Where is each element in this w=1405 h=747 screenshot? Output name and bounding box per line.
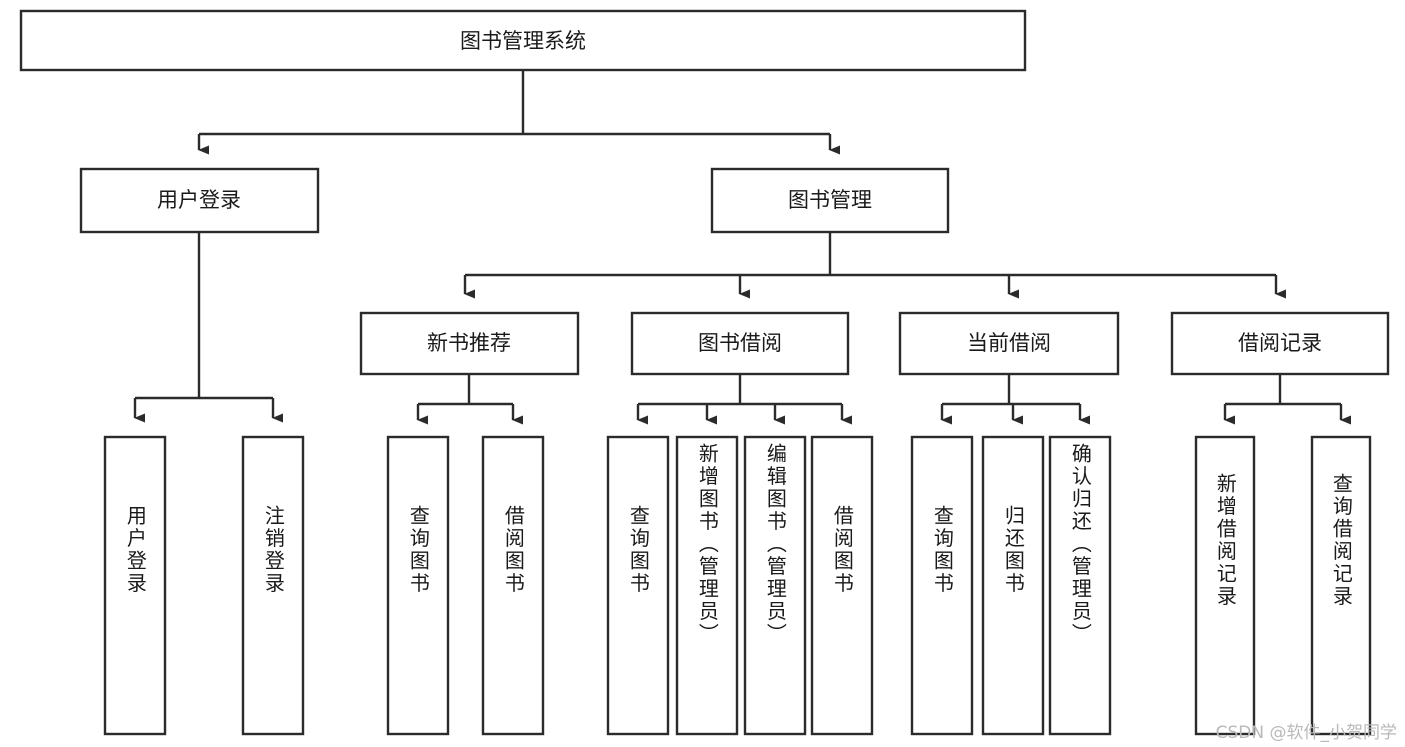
node-root-box[interactable] xyxy=(19,9,1027,72)
node-new-book-rec[interactable]: 新书推荐 xyxy=(359,311,580,376)
node-current-borrow[interactable]: 当前借阅 xyxy=(898,311,1120,376)
node-user-login[interactable]: 用户登录 xyxy=(79,167,320,234)
node-user-login-label: 用户登录 xyxy=(157,188,241,212)
node-book-borrow[interactable]: 图书借阅 xyxy=(630,311,850,376)
leaf-borrow-book-box[interactable] xyxy=(810,435,874,736)
node-book-manage[interactable]: 图书管理 xyxy=(710,167,950,234)
leaf-edit-book-box[interactable] xyxy=(743,435,807,736)
connector-new-book-rec-to-leaves xyxy=(416,374,524,425)
leaf-boxes xyxy=(103,435,1372,736)
node-new-book-rec-label: 新书推荐 xyxy=(427,331,511,355)
node-user-login-box[interactable] xyxy=(79,167,320,234)
connector-borrow-record-to-leaves xyxy=(1223,374,1352,425)
connector-book-manage-to-level3 xyxy=(463,232,1287,299)
leaf-query-book-cur-box[interactable] xyxy=(910,435,974,736)
leaf-user-login-box[interactable] xyxy=(103,435,167,736)
node-root-label: 图书管理系统 xyxy=(460,29,586,53)
node-borrow-record[interactable]: 借阅记录 xyxy=(1170,311,1390,376)
node-book-manage-label: 图书管理 xyxy=(788,188,872,212)
connector-user-login-to-leaves xyxy=(133,232,284,423)
connector-book-borrow-to-leaves xyxy=(636,374,853,425)
csdn-watermark: CSDN @软件_小贺同学 xyxy=(1215,723,1397,743)
leaf-query-book-box[interactable] xyxy=(606,435,670,736)
leaf-add-book-box[interactable] xyxy=(675,435,739,736)
node-current-borrow-label: 当前借阅 xyxy=(967,331,1051,355)
leaf-query-book-rec-box[interactable] xyxy=(386,435,450,736)
node-current-borrow-box[interactable] xyxy=(898,311,1120,376)
node-new-book-rec-box[interactable] xyxy=(359,311,580,376)
leaf-return-book-box[interactable] xyxy=(981,435,1045,736)
leaf-query-record-box[interactable] xyxy=(1310,435,1372,736)
leaf-borrow-book-rec-box[interactable] xyxy=(481,435,545,736)
node-book-borrow-label: 图书借阅 xyxy=(698,331,782,355)
node-root[interactable]: 图书管理系统 xyxy=(19,9,1027,72)
leaf-add-record-box[interactable] xyxy=(1194,435,1256,736)
leaf-logout-box[interactable] xyxy=(241,435,305,736)
leaf-confirm-return-box[interactable] xyxy=(1048,435,1112,736)
node-borrow-record-label: 借阅记录 xyxy=(1238,331,1322,355)
connector-root-to-level2 xyxy=(197,70,841,155)
connector-current-borrow-to-leaves xyxy=(940,374,1091,425)
